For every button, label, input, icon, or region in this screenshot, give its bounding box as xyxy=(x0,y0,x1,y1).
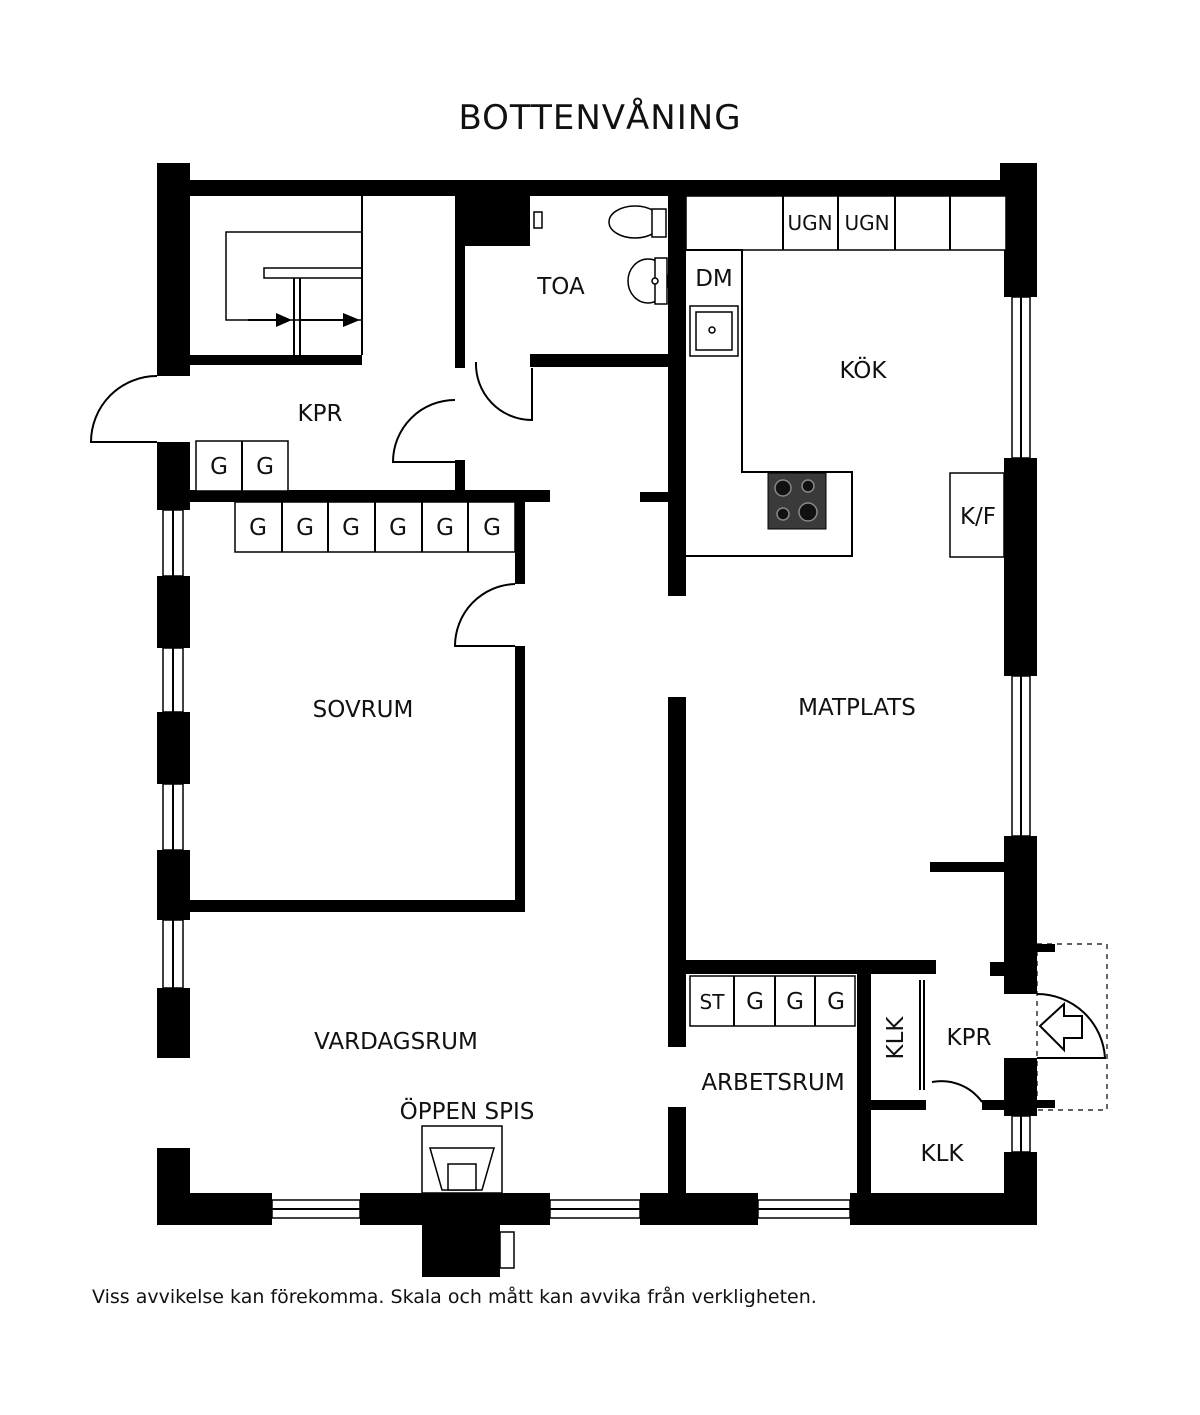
wardrobe-label: G xyxy=(342,515,360,541)
wardrobes xyxy=(195,440,856,1027)
wardrobe-label: G xyxy=(296,515,314,541)
wardrobe-label: G xyxy=(256,454,274,480)
wardrobe-label: G xyxy=(786,989,804,1015)
room-label-klk-side: KLK xyxy=(883,1016,909,1060)
toa-fixtures xyxy=(533,205,669,305)
wardrobe-label: G xyxy=(483,515,501,541)
wardrobe-label: G xyxy=(436,515,454,541)
label-kf: K/F xyxy=(960,504,996,530)
room-label-oppen-spis: ÖPPEN SPIS xyxy=(400,1097,535,1125)
room-label-kpr-top: KPR xyxy=(298,401,343,427)
fixture-labels: UGN UGN DM K/F ST G G G G G G G G G G G xyxy=(210,211,996,1015)
stair xyxy=(225,196,363,355)
room-label-vardagsrum: VARDAGSRUM xyxy=(314,1029,478,1055)
label-st: ST xyxy=(700,990,726,1014)
wardrobe-label: G xyxy=(389,515,407,541)
room-label-kok: KÖK xyxy=(839,356,887,384)
fireplace xyxy=(421,1125,503,1194)
wardrobe-label: G xyxy=(210,454,228,480)
room-label-toa: TOA xyxy=(536,274,585,300)
disclaimer-text: Viss avvikelse kan förekomma. Skala och … xyxy=(92,1286,817,1308)
room-labels: TOA KÖK KPR SOVRUM MATPLATS VARDAGSRUM Ö… xyxy=(298,274,992,1167)
label-ugn-1: UGN xyxy=(787,211,832,235)
label-dm: DM xyxy=(695,266,733,292)
plan-title: BOTTENVÅNING xyxy=(458,98,742,138)
room-label-kpr-bottom: KPR xyxy=(947,1025,992,1051)
wardrobe-label: G xyxy=(746,989,764,1015)
room-label-sovrum: SOVRUM xyxy=(313,697,414,723)
room-label-matplats: MATPLATS xyxy=(798,695,916,721)
interior-walls xyxy=(190,196,1004,1193)
doors xyxy=(89,361,1108,1111)
room-label-arbetsrum: ARBETSRUM xyxy=(701,1070,844,1096)
outer-walls xyxy=(157,163,1037,1277)
wardrobe-label: G xyxy=(249,515,267,541)
label-ugn-2: UGN xyxy=(844,211,889,235)
room-label-klk-bottom: KLK xyxy=(921,1141,965,1167)
kitchen-fixtures xyxy=(685,195,1007,558)
windows xyxy=(162,296,1031,1219)
wardrobe-label: G xyxy=(827,989,845,1015)
